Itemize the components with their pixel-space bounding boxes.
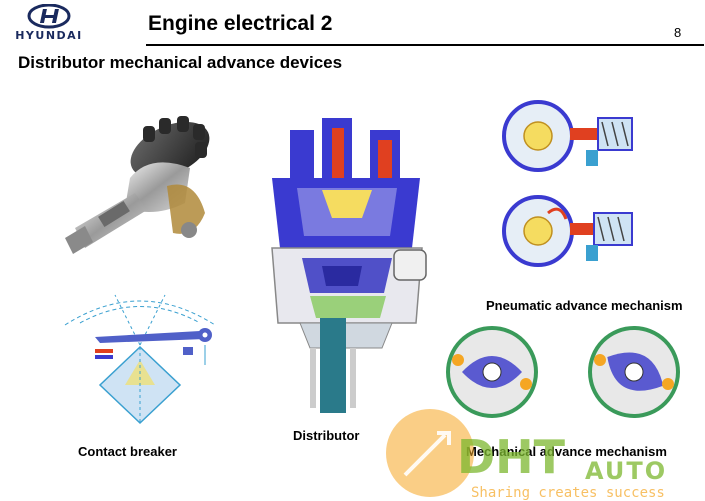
- svg-text:DHT: DHT: [457, 430, 566, 484]
- distributor-photo: [65, 116, 210, 254]
- page-number: 8: [674, 25, 682, 40]
- title-divider: [146, 44, 704, 46]
- pneumatic-state-2: [502, 195, 633, 267]
- caption-distributor: Distributor: [293, 428, 360, 443]
- caption-pneumatic-advance: Pneumatic advance mechanism: [486, 298, 683, 313]
- slide-title: Engine electrical 2: [148, 12, 333, 35]
- slide-subtitle: Distributor mechanical advance devices: [18, 53, 343, 72]
- svg-text:AUTO: AUTO: [585, 457, 667, 485]
- hyundai-emblem-icon: [27, 3, 71, 29]
- caption-mechanical-advance: Mechanical advance mechanism: [466, 444, 667, 459]
- contact-breaker-diagram: [64, 294, 216, 425]
- distributor-cutaway-diagram: [271, 118, 427, 413]
- svg-text:Sharing creates success: Sharing creates success: [471, 485, 665, 501]
- dht-auto-watermark: DHT AUTO Sharing creates success: [386, 409, 667, 501]
- pneumatic-advance-diagram: [502, 100, 633, 267]
- mechanical-state-2: [588, 326, 680, 418]
- mechanical-state-1: [446, 326, 538, 418]
- mechanical-advance-diagram: [446, 326, 680, 418]
- caption-contact-breaker: Contact breaker: [78, 444, 177, 459]
- brand-wordmark: HYUNDAI: [15, 29, 83, 42]
- pneumatic-state-1: [502, 100, 633, 172]
- hyundai-logo: HYUNDAI: [14, 3, 84, 44]
